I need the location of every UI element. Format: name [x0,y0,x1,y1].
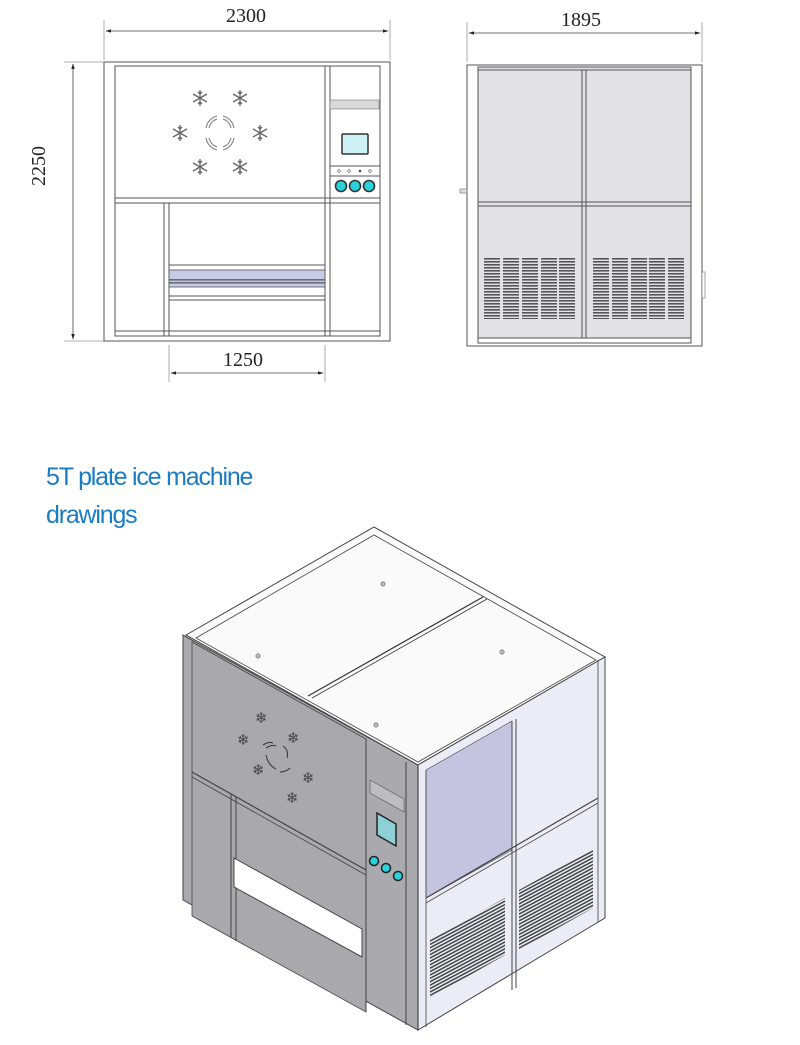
depth-dimension-label: 1895 [561,9,601,31]
side-view-drawing [459,22,706,347]
svg-text:❄: ❄ [286,789,299,807]
svg-text:❄: ❄ [252,761,265,779]
title-line-2: drawings [46,501,138,529]
svg-text:❄: ❄ [287,729,300,747]
front-view-drawing [64,20,391,382]
knob-icons [334,179,376,193]
width-dimension-label: 2300 [226,5,266,27]
svg-text:❄: ❄ [237,731,250,749]
opening-dimension-label: 1250 [223,349,263,371]
title-line-1: 5T plate ice machine [46,463,253,491]
height-dimension-label: 2250 [28,146,50,186]
page-title: 5T plate ice machine drawings [46,458,253,534]
svg-text:❄: ❄ [302,769,315,787]
isometric-view-drawing: ❄ ❄ ❄ ❄ ❄ ❄ [182,526,607,1031]
svg-text:❄: ❄ [255,709,268,727]
